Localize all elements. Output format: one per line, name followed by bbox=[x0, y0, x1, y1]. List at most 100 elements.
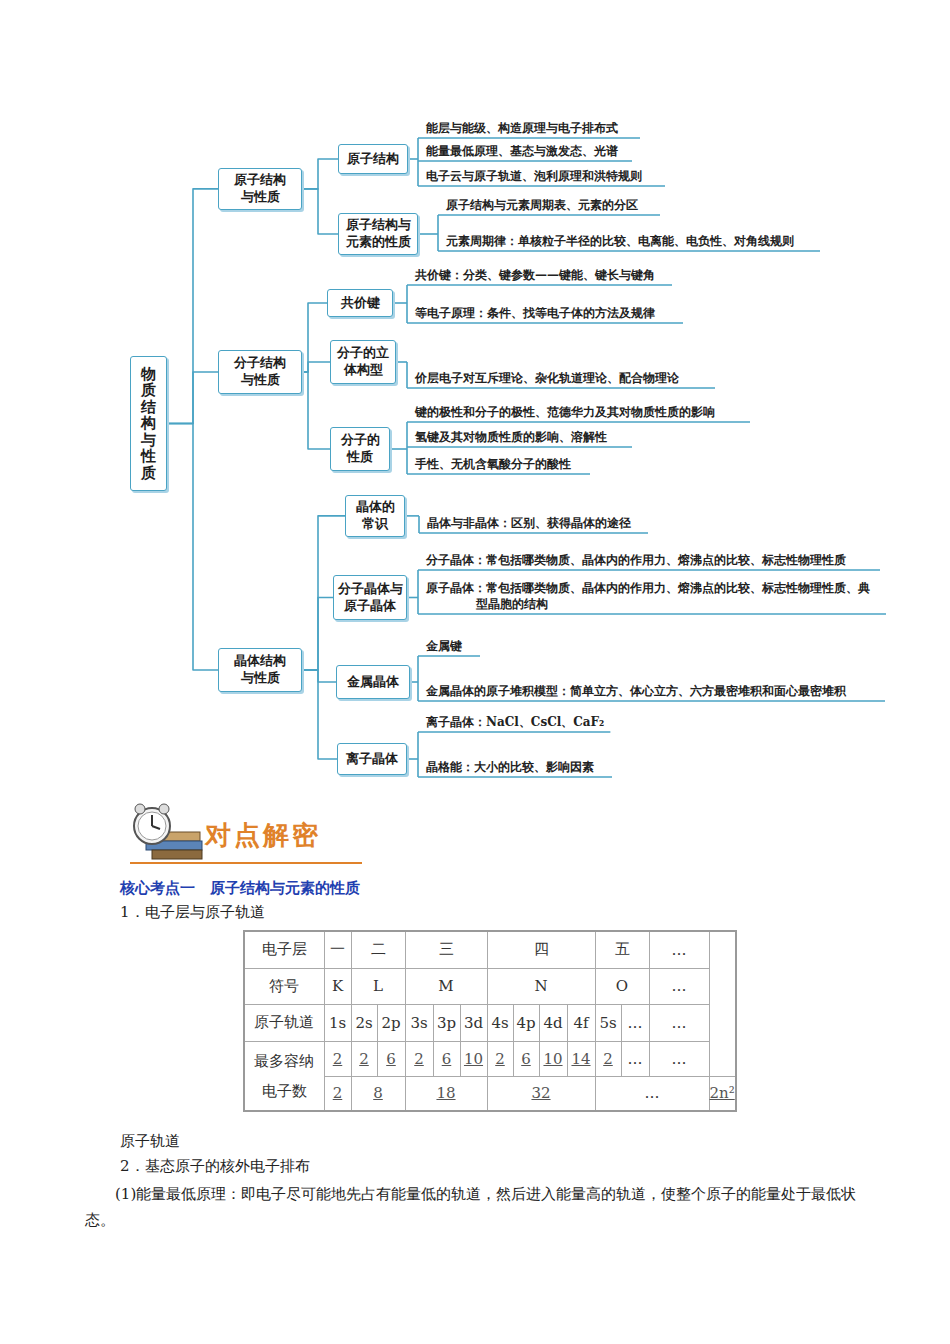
leaf-connector bbox=[393, 302, 407, 304]
sub-box: 离子晶体 bbox=[337, 743, 407, 775]
cell-text: … bbox=[672, 1050, 687, 1068]
table-cell: 符号 bbox=[244, 968, 324, 1004]
section-heading: 对点解密 bbox=[205, 818, 321, 853]
table-cell: 10 bbox=[539, 1041, 567, 1076]
cell-text: 14 bbox=[571, 1050, 590, 1068]
leaf-bracket bbox=[437, 215, 439, 251]
table-cell: 2 bbox=[405, 1041, 433, 1076]
table-cell: 32 bbox=[487, 1076, 595, 1111]
leaf-underline bbox=[418, 731, 610, 733]
leaf-underline bbox=[407, 421, 750, 423]
table-cell: 18 bbox=[405, 1076, 487, 1111]
leaf-underline bbox=[418, 700, 885, 702]
cell-text: 4s bbox=[491, 1014, 508, 1032]
tree-connector bbox=[302, 372, 330, 449]
cell-text: 电子层 bbox=[262, 940, 307, 958]
leaf-connector bbox=[408, 158, 418, 160]
cell-text: 8 bbox=[373, 1084, 383, 1102]
sub-box: 共价键 bbox=[327, 289, 393, 317]
leaf-connector bbox=[396, 361, 407, 363]
cell-text: 10 bbox=[464, 1050, 483, 1068]
cell-text: 2 bbox=[414, 1050, 424, 1068]
node-text: 晶体的常识 bbox=[353, 499, 397, 533]
cell-text: … bbox=[672, 941, 687, 959]
table-cell: … bbox=[649, 968, 709, 1004]
heading-underline bbox=[130, 862, 362, 864]
leaf-topic: 能量最低原理、基态与激发态、光谱 bbox=[426, 143, 618, 159]
cell-text: 3d bbox=[464, 1014, 483, 1032]
table-cell: 3d bbox=[460, 1004, 487, 1041]
table-cell: 2p bbox=[377, 1004, 405, 1041]
sub-box: 原子结构 bbox=[338, 144, 408, 174]
table-cell: 一 bbox=[324, 931, 351, 968]
table-cell: 2 bbox=[351, 1041, 377, 1076]
table-cell: 五 bbox=[595, 931, 649, 968]
leaf-bracket bbox=[406, 422, 408, 474]
leaf-bracket bbox=[417, 656, 419, 701]
table-cell: 2 bbox=[595, 1041, 621, 1076]
leaf-bracket bbox=[417, 732, 419, 777]
sub-box: 原子结构与元素的性质 bbox=[338, 213, 418, 255]
cell-text: 二 bbox=[371, 940, 386, 958]
table-cell: 10 bbox=[460, 1041, 487, 1076]
cell-text: 5s bbox=[599, 1014, 616, 1032]
table-cell: … bbox=[649, 1004, 709, 1041]
table-cell: 4p bbox=[513, 1004, 539, 1041]
sub-box: 晶体的常识 bbox=[345, 495, 405, 537]
leaf-topic: 手性、无机含氧酸分子的酸性 bbox=[415, 456, 571, 472]
cell-text: 32 bbox=[531, 1084, 550, 1102]
cell-text: 符号 bbox=[269, 977, 299, 995]
node-text: 金属晶体 bbox=[347, 674, 399, 691]
cell-text: 2p bbox=[381, 1014, 400, 1032]
cell-text: 10 bbox=[543, 1050, 562, 1068]
sub-box: 分子的性质 bbox=[330, 427, 390, 471]
leaf-underline bbox=[418, 185, 665, 187]
sub-box: 金属晶体 bbox=[336, 665, 410, 699]
cell-text: 2 bbox=[359, 1050, 369, 1068]
leaf-bracket bbox=[417, 570, 419, 614]
table-cell: 6 bbox=[513, 1041, 539, 1076]
node-text: 分子晶体与原子晶体 bbox=[337, 581, 403, 615]
cell-text: L bbox=[373, 977, 383, 995]
table-cell: 1s bbox=[324, 1004, 351, 1041]
topic-box: 分子结构与性质 bbox=[218, 350, 302, 394]
table-cell: 3s bbox=[405, 1004, 433, 1041]
cell-text: 2 bbox=[333, 1050, 343, 1068]
node-text: 物质结构与性质 bbox=[141, 366, 156, 482]
orbital-table: 电子层一二三四五…符号KLMNO…原子轨道1s2s2p3s3p3d4s4p4d4… bbox=[243, 930, 737, 1112]
leaf-topic: 氢键及其对物质性质的影响、溶解性 bbox=[415, 429, 607, 445]
leaf-connector bbox=[407, 597, 418, 599]
leaf-connector bbox=[410, 681, 418, 683]
table-cell: L bbox=[351, 968, 405, 1004]
cell-text: 18 bbox=[436, 1084, 455, 1102]
root-box: 物质结构与性质 bbox=[130, 356, 167, 491]
leaf-topic: 能层与能级、构造原理与电子排布式 bbox=[426, 120, 618, 136]
table-cell: 4s bbox=[487, 1004, 513, 1041]
cell-text: O bbox=[616, 977, 628, 995]
leaf-topic: 晶格能：大小的比较、影响因素 bbox=[426, 759, 594, 775]
node-text: 分子的性质 bbox=[338, 432, 382, 466]
cell-text: 2n² bbox=[710, 1084, 735, 1102]
cell-text: 三 bbox=[439, 940, 454, 958]
tree-connector bbox=[302, 159, 338, 189]
topic-box: 原子结构与性质 bbox=[218, 168, 302, 210]
leaf-underline bbox=[407, 322, 683, 324]
table-cell: 4f bbox=[567, 1004, 595, 1041]
cell-text: 四 bbox=[534, 940, 549, 958]
leaf-topic: 原子结构与元素周期表、元素的分区 bbox=[446, 197, 638, 213]
node-text: 离子晶体 bbox=[346, 751, 398, 768]
leaf-underline bbox=[418, 776, 612, 778]
table-cell: 6 bbox=[433, 1041, 460, 1076]
cell-text: 6 bbox=[386, 1050, 396, 1068]
node-text: 分子的立体构型 bbox=[336, 345, 390, 379]
cell-text: K bbox=[332, 977, 343, 995]
tree-connector bbox=[302, 362, 330, 372]
cell-text: 4f bbox=[573, 1014, 588, 1032]
table-cell: 3p bbox=[433, 1004, 460, 1041]
table-cell: … bbox=[649, 931, 709, 968]
tree-connector bbox=[167, 424, 218, 671]
clock-books-icon bbox=[134, 804, 202, 859]
leaf-underline bbox=[418, 137, 640, 139]
leaf-underline bbox=[438, 214, 660, 216]
